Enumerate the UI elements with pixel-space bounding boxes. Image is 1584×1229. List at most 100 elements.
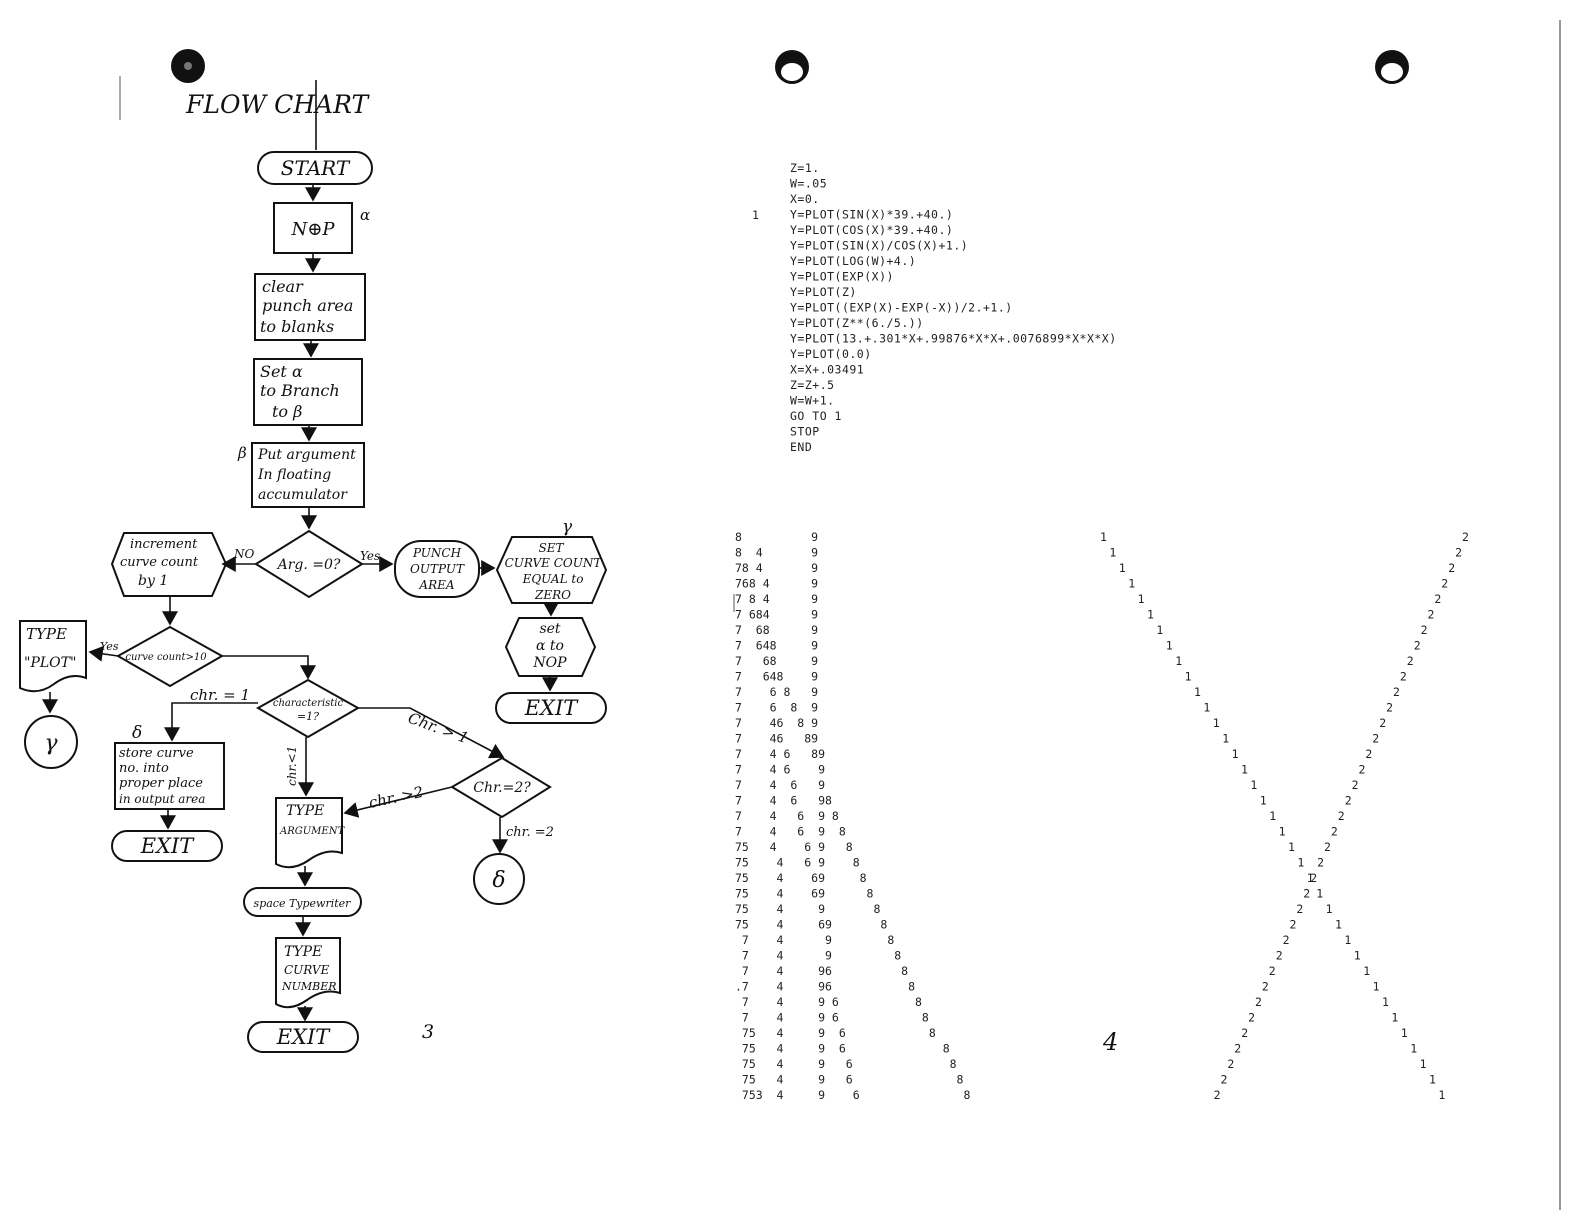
- characteristic-decision: [255, 678, 361, 739]
- setcount-line-3: EQUAL to: [522, 572, 584, 586]
- code-line: X=0.: [790, 192, 820, 206]
- store-curve-box: [114, 742, 225, 810]
- x-plot-point-1: 1: [1250, 778, 1257, 792]
- type-plot-box: [19, 620, 87, 693]
- x-plot-point-1: 1: [1438, 1088, 1445, 1102]
- store-line-3: proper place: [119, 776, 203, 791]
- plot-row: 768 4 9: [735, 577, 818, 591]
- type-plot-line-1: TYPE: [26, 625, 67, 643]
- plot-row: 7 46 8 9: [735, 716, 818, 730]
- page-number-4: 4: [1102, 1028, 1118, 1056]
- x-plot-point-2: 2: [1400, 670, 1407, 684]
- binder-hole-center: [184, 62, 192, 70]
- chr-eq-2-decision: [450, 756, 552, 819]
- x-plot-point-2: 2: [1386, 701, 1393, 715]
- chr-gt-2-arrow: [343, 786, 453, 818]
- x-plot-point-1: 1: [1213, 716, 1220, 730]
- x-plot-point-1: 1: [1119, 561, 1126, 575]
- x-plot-point-2: 2: [1255, 995, 1262, 1009]
- plot-row: 75 4 6 9 8: [735, 840, 853, 854]
- chr-gt-1-arrow: [358, 707, 505, 759]
- put-line-1: Put argument: [257, 447, 356, 463]
- plot-row: 7 68 9: [735, 623, 818, 637]
- x-plot-point-2: 2: [1448, 561, 1455, 575]
- x-plot-point-1: 1: [1410, 1042, 1417, 1056]
- code-line: Y=PLOT(EXP(X)): [790, 270, 894, 284]
- type-plot-line-2: "PLOT": [24, 655, 76, 671]
- x-plot-point-2: 2: [1317, 856, 1324, 870]
- plot-row: 7 4 96 8: [735, 964, 908, 978]
- chr-gt-2-label: chr. >2: [367, 783, 425, 812]
- x-plot-point-2: 2: [1324, 840, 1331, 854]
- punch-line-3: AREA: [418, 578, 454, 592]
- code-line: GO TO 1: [790, 409, 842, 423]
- plot-row: 75 4 69 8: [735, 871, 867, 885]
- set-line-3: to β: [272, 402, 302, 421]
- plot-row: 7 4 6 9 8: [735, 825, 846, 839]
- plot-row: 7 6 8 9: [735, 701, 818, 715]
- plot-row: 7 4 6 98: [735, 794, 832, 808]
- plot-row: 7 4 9 6 8: [735, 1011, 929, 1025]
- plot-row: 7 4 6 9 8: [735, 809, 839, 823]
- type-arg-line-1: TYPE: [286, 803, 324, 819]
- x-plot-point-2: 2: [1365, 747, 1372, 761]
- yes-curve-label: Yes: [100, 640, 119, 653]
- x-plot-point-1: 1: [1109, 546, 1116, 560]
- plot-row: 7 68 9: [735, 654, 818, 668]
- gamma-connector-label: γ: [44, 731, 58, 756]
- store-line-2: no. into: [119, 761, 169, 776]
- x-plot-point-2: 2: [1296, 902, 1303, 916]
- exit-bottom-terminal: [247, 1021, 359, 1053]
- code-line: W=W+1.: [790, 394, 835, 408]
- exit-left-terminal: [111, 830, 223, 862]
- plot-row: 75 4 9 6 8: [735, 1057, 957, 1071]
- x-plot-point-2: 2: [1414, 639, 1421, 653]
- clear-punch-area-box: [254, 273, 366, 341]
- x-plot-point-1: 1: [1382, 995, 1389, 1009]
- x-plot-point-1: 1: [1147, 608, 1154, 622]
- start-label: START: [281, 156, 351, 180]
- code-line: Y=PLOT(SIN(X)*39.+40.): [790, 208, 953, 222]
- chr-eq-1-label: chr. = 1: [190, 686, 250, 704]
- code-line: Z=Z+.5: [790, 378, 835, 392]
- x-plot-point-1: 1: [1138, 592, 1145, 606]
- punch-line-2: OUTPUT: [410, 562, 465, 576]
- x-plot-point-2: 2: [1434, 592, 1441, 606]
- x-plot-point-1: 1: [1391, 1011, 1398, 1025]
- x-plot-point-1: 1: [1241, 763, 1248, 777]
- x-plot-point-2: 2: [1338, 809, 1345, 823]
- x-plot-point-2: 2: [1310, 871, 1317, 885]
- page-number-3: 3: [422, 1021, 434, 1043]
- code-line: Y=PLOT(Z**(6./5.)): [790, 316, 924, 330]
- x-plot-point-2: 2: [1428, 608, 1435, 622]
- plot-row: 8 9: [735, 530, 818, 544]
- x-plot-point-1: 1: [1326, 902, 1333, 916]
- setnop-line-1: set: [539, 621, 560, 637]
- plot-row: 7 648 9: [735, 670, 818, 684]
- code-line: STOP: [790, 425, 820, 439]
- chr2-label: Chr.=2?: [473, 780, 531, 796]
- code-line: END: [790, 440, 812, 454]
- x-plot-point-2: 2: [1379, 716, 1386, 730]
- put-line-3: accumulator: [258, 487, 348, 503]
- plot-row: 7 4 6 9: [735, 778, 825, 792]
- curve-no-arrow: [222, 655, 316, 680]
- code-line: Z=1.: [790, 161, 820, 175]
- x-plot-point-1: 1: [1288, 840, 1295, 854]
- increment-line-3: by 1: [138, 573, 168, 589]
- plot-row: 7 684 9: [735, 608, 818, 622]
- clear-line-2: punch area: [262, 296, 353, 315]
- set-alpha-box: [253, 358, 363, 426]
- clear-line-3: to blanks: [260, 317, 334, 336]
- alpha-marker: α: [360, 206, 370, 224]
- x-plot-point-1: 1: [1420, 1057, 1427, 1071]
- code-line: Y=PLOT(COS(X)*39.+40.): [790, 223, 953, 237]
- code-line: Y=PLOT((EXP(X)-EXP(-X))/2.+1.): [790, 301, 1013, 315]
- x-plot-point-1: 1: [1316, 887, 1323, 901]
- setcount-line-4: ZERO: [534, 588, 571, 602]
- x-plot-point-2: 2: [1441, 577, 1448, 591]
- chr-lt-1-label: chr.<1: [285, 746, 299, 786]
- code-line: Y=PLOT(Z): [790, 285, 857, 299]
- binder-hole-center: [781, 63, 803, 81]
